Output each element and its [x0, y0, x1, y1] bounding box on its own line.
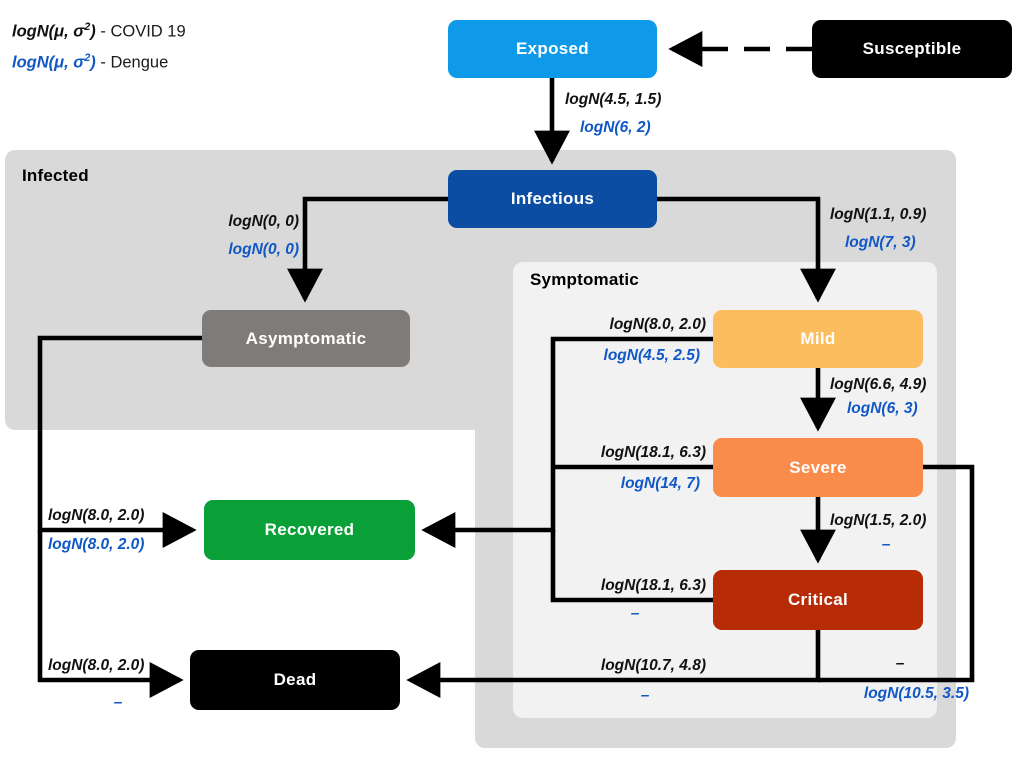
edge-label-severe-critical-covid: logN(1.5, 2.0): [830, 512, 927, 529]
edge-label-mild-severe-dengue: logN(6, 3): [847, 400, 918, 417]
edge-label-mild-recovered-covid: logN(8.0, 2.0): [609, 316, 706, 333]
edge-label-mild-severe-covid: logN(6.6, 4.9): [830, 376, 927, 393]
node-label-infectious: Infectious: [510, 189, 595, 208]
node-infectious[interactable]: Infectious: [448, 170, 657, 228]
edge-label-severe-dead-covid: –: [895, 655, 905, 672]
edge-label-severe-recovered-covid: logN(18.1, 6.3): [600, 444, 706, 461]
edge-label-mild-recovered-dengue: logN(4.5, 2.5): [603, 347, 700, 364]
group-label-symptomatic: Symptomatic: [530, 270, 639, 289]
node-critical[interactable]: Critical: [713, 570, 923, 630]
edge-label-infectious-asymptomatic-dengue: logN(0, 0): [228, 241, 299, 258]
node-label-critical: Critical: [787, 590, 849, 609]
legend-covid-name: COVID 19: [110, 22, 186, 41]
legend-covid-dist: logN(μ, σ: [12, 22, 85, 41]
node-label-dead: Dead: [273, 670, 317, 689]
legend-covid-close: ): [90, 22, 96, 41]
node-susceptible[interactable]: Susceptible: [812, 20, 1012, 78]
edge-label-asymptomatic-dead-dengue: –: [113, 694, 123, 711]
legend-dengue-dist: logN(μ, σ: [12, 53, 85, 71]
edge-label-asymptomatic-recovered-dengue: logN(8.0, 2.0): [48, 536, 145, 553]
edge-label-critical-recovered-dengue: –: [630, 605, 640, 622]
edge-label-exposed-infectious-covid: logN(4.5, 1.5): [565, 91, 662, 108]
edge-label-infectious-mild-covid: logN(1.1, 0.9): [830, 206, 927, 223]
edge-label-infectious-asymptomatic-covid: logN(0, 0): [228, 213, 299, 230]
edge-label-severe-recovered-dengue: logN(14, 7): [620, 475, 700, 492]
node-label-mild: Mild: [800, 329, 836, 348]
legend: logN(μ, σ2) - COVID 19 logN(μ, σ2) - Den…: [12, 14, 186, 75]
edge-label-asymptomatic-recovered-covid: logN(8.0, 2.0): [48, 507, 145, 524]
edge-label-severe-dead-dengue: logN(10.5, 3.5): [863, 685, 969, 702]
node-label-exposed: Exposed: [516, 39, 589, 58]
node-label-recovered: Recovered: [264, 520, 355, 539]
legend-dengue-exponent: 2: [84, 51, 91, 64]
node-recovered[interactable]: Recovered: [204, 500, 415, 560]
legend-dengue-separator: -: [95, 53, 111, 71]
legend-dengue-name: Dengue: [110, 53, 169, 71]
edge-label-exposed-infectious-dengue: logN(6, 2): [580, 119, 651, 136]
node-label-severe: Severe: [789, 457, 847, 477]
node-asymptomatic[interactable]: Asymptomatic: [202, 310, 410, 367]
edge-label-infectious-mild-dengue: logN(7, 3): [845, 234, 916, 251]
legend-covid-separator: -: [95, 22, 111, 41]
group-label-infected: Infected: [22, 166, 89, 185]
edge-label-critical-dead-covid: logN(10.7, 4.8): [600, 657, 706, 674]
edge-label-severe-critical-dengue: –: [881, 536, 891, 553]
node-exposed[interactable]: Exposed: [448, 20, 657, 78]
edge-label-asymptomatic-dead-covid: logN(8.0, 2.0): [48, 657, 145, 674]
node-severe[interactable]: Severe: [713, 438, 923, 497]
legend-dengue-close: ): [90, 53, 96, 71]
edge-label-critical-recovered-covid: logN(18.1, 6.3): [600, 577, 706, 594]
legend-covid-exponent: 2: [84, 21, 91, 33]
node-dead[interactable]: Dead: [190, 650, 400, 710]
node-mild[interactable]: Mild: [713, 310, 923, 368]
node-label-asymptomatic: Asymptomatic: [245, 328, 367, 348]
edge-label-critical-dead-dengue: –: [640, 687, 650, 704]
legend-row-dengue: logN(μ, σ2) - Dengue: [12, 45, 186, 76]
legend-row-covid: logN(μ, σ2) - COVID 19: [12, 14, 186, 45]
white-cutout: [0, 430, 475, 768]
node-label-susceptible: Susceptible: [862, 39, 962, 58]
